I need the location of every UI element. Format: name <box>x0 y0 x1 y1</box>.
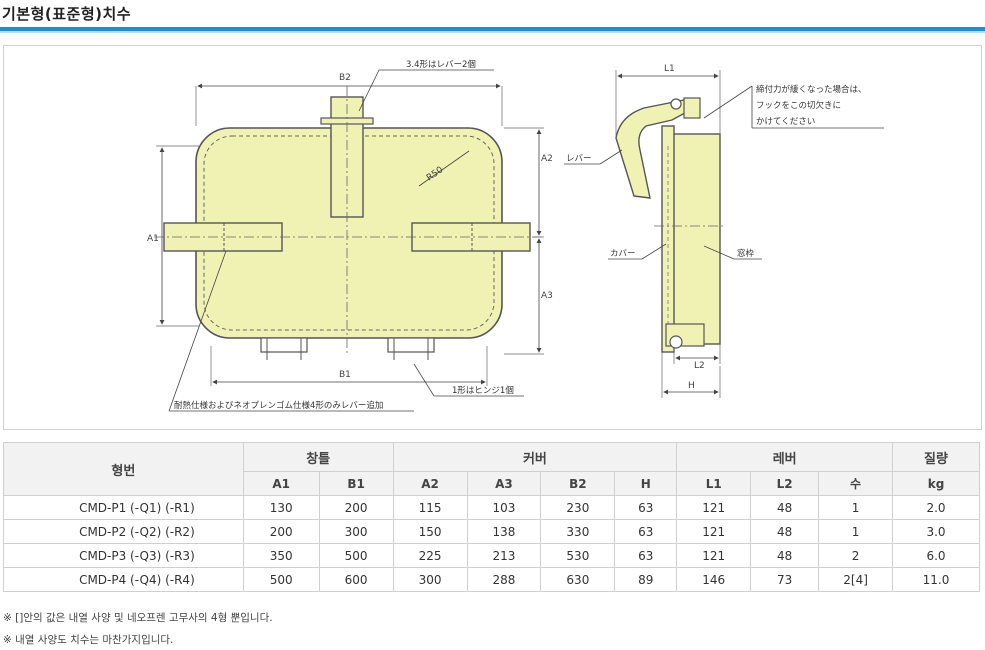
side-lever <box>615 99 696 199</box>
cell-l1: 121 <box>676 543 752 568</box>
label-a3: A3 <box>541 291 553 301</box>
cell-b2: 230 <box>540 495 616 520</box>
header-h: H <box>614 471 678 496</box>
title-underline <box>0 27 985 31</box>
header-frame: 창틀 <box>242 442 394 472</box>
header-l2: L2 <box>750 471 820 496</box>
cell-model: CMD-P4 (-Q4) (-R4) <box>3 567 244 592</box>
cell-a3: 138 <box>466 519 542 544</box>
cell-h: 63 <box>614 495 678 520</box>
cell-h: 63 <box>614 543 678 568</box>
cell-model: CMD-P1 (-Q1) (-R1) <box>3 495 244 520</box>
cell-count: 1 <box>818 495 894 520</box>
table-row: CMD-P2 (-Q2) (-R2) 200 300 150 138 330 6… <box>3 519 980 544</box>
hook-note-line1: 締付力が緩くなった場合は、 <box>756 84 867 95</box>
label-l1: L1 <box>664 64 675 74</box>
hinge-right <box>387 337 435 353</box>
cell-a2: 150 <box>392 519 468 544</box>
cell-model: CMD-P2 (-Q2) (-R2) <box>3 519 244 544</box>
cell-a1: 200 <box>242 519 320 544</box>
header-cover: 커버 <box>392 442 678 472</box>
label-h: H <box>688 381 695 391</box>
header-l1: L1 <box>676 471 752 496</box>
frame-label: 窓枠 <box>737 248 755 259</box>
header-a2: A2 <box>392 471 468 496</box>
header-b2: B2 <box>540 471 616 496</box>
cell-b1: 600 <box>318 567 394 592</box>
table-row: CMD-P1 (-Q1) (-R1) 130 200 115 103 230 6… <box>3 495 980 520</box>
page-title: 기본형(표준형)치수 <box>2 5 132 23</box>
cell-kg: 2.0 <box>892 495 980 520</box>
cell-count: 2 <box>818 543 894 568</box>
cell-l1: 121 <box>676 495 752 520</box>
cell-l1: 146 <box>676 567 752 592</box>
label-a2: A2 <box>541 154 553 164</box>
extra-lever-note: 耐熱仕様およびネオプレンゴム仕様4形のみレバー追加 <box>174 400 383 411</box>
cell-l2: 48 <box>750 519 820 544</box>
footnote-2: ※ 내열 사양도 치수는 마찬가지입니다. <box>3 634 174 646</box>
cell-l1: 121 <box>676 519 752 544</box>
cell-kg: 11.0 <box>892 567 980 592</box>
table-row: CMD-P4 (-Q4) (-R4) 500 600 300 288 630 8… <box>3 567 980 592</box>
cell-a3: 103 <box>466 495 542 520</box>
header-kg: kg <box>892 471 980 496</box>
cover-label: カバー <box>610 249 636 259</box>
label-b1: B1 <box>339 370 351 380</box>
cell-a2: 225 <box>392 543 468 568</box>
cell-model: CMD-P3 (-Q3) (-R3) <box>3 543 244 568</box>
cell-a1: 500 <box>242 567 320 592</box>
cell-b2: 630 <box>540 567 616 592</box>
cell-l2: 73 <box>750 567 820 592</box>
cell-kg: 3.0 <box>892 519 980 544</box>
title-underline-light <box>0 31 985 33</box>
hinge-count-note: 1形はヒンジ1個 <box>452 385 514 396</box>
header-lever: 레버 <box>676 442 894 472</box>
header-a1: A1 <box>242 471 320 496</box>
cell-b1: 300 <box>318 519 394 544</box>
drawing-svg: B2 B1 A1 A2 A3 R50 3.4形はレバー2個 1形はヒンジ1個 <box>147 59 884 412</box>
cell-h: 63 <box>614 519 678 544</box>
cell-a1: 130 <box>242 495 320 520</box>
cell-l2: 48 <box>750 495 820 520</box>
cell-l2: 48 <box>750 543 820 568</box>
cell-count: 1 <box>818 519 894 544</box>
label-l2: L2 <box>694 361 705 371</box>
header-count: 수 <box>818 471 894 496</box>
spec-table: 형번 창틀 커버 레버 질량 A1 B1 A2 A3 B2 H L1 L2 수 … <box>3 442 980 592</box>
hook-note-line3: かけてください <box>756 117 815 127</box>
side-frame <box>669 133 721 345</box>
cell-b2: 330 <box>540 519 616 544</box>
dimension-drawing: B2 B1 A1 A2 A3 R50 3.4形はレバー2個 1形はヒンジ1個 <box>3 45 982 430</box>
cell-a2: 300 <box>392 567 468 592</box>
header-model: 형번 <box>3 442 244 496</box>
lever-label: レバー <box>566 154 592 164</box>
label-a1: A1 <box>147 234 159 244</box>
label-b2: B2 <box>339 73 351 83</box>
cell-a2: 115 <box>392 495 468 520</box>
cell-b1: 200 <box>318 495 394 520</box>
cell-b1: 500 <box>318 543 394 568</box>
table-row: CMD-P3 (-Q3) (-R3) 350 500 225 213 530 6… <box>3 543 980 568</box>
cell-count: 2[4] <box>818 567 894 592</box>
header-weight: 질량 <box>892 442 980 472</box>
cell-a3: 288 <box>466 567 542 592</box>
hinge-left <box>260 337 308 353</box>
header-b1: B1 <box>318 471 394 496</box>
lever-count-note: 3.4形はレバー2個 <box>406 59 476 70</box>
cell-kg: 6.0 <box>892 543 980 568</box>
cell-a1: 350 <box>242 543 320 568</box>
hook-note-line2: フックをこの切欠きに <box>756 100 841 111</box>
header-a3: A3 <box>466 471 542 496</box>
cell-b2: 530 <box>540 543 616 568</box>
footnote-1: ※ []안의 값은 내열 사양 및 네오프렌 고무사의 4형 뿐입니다. <box>3 612 273 624</box>
cell-h: 89 <box>614 567 678 592</box>
cell-a3: 213 <box>466 543 542 568</box>
